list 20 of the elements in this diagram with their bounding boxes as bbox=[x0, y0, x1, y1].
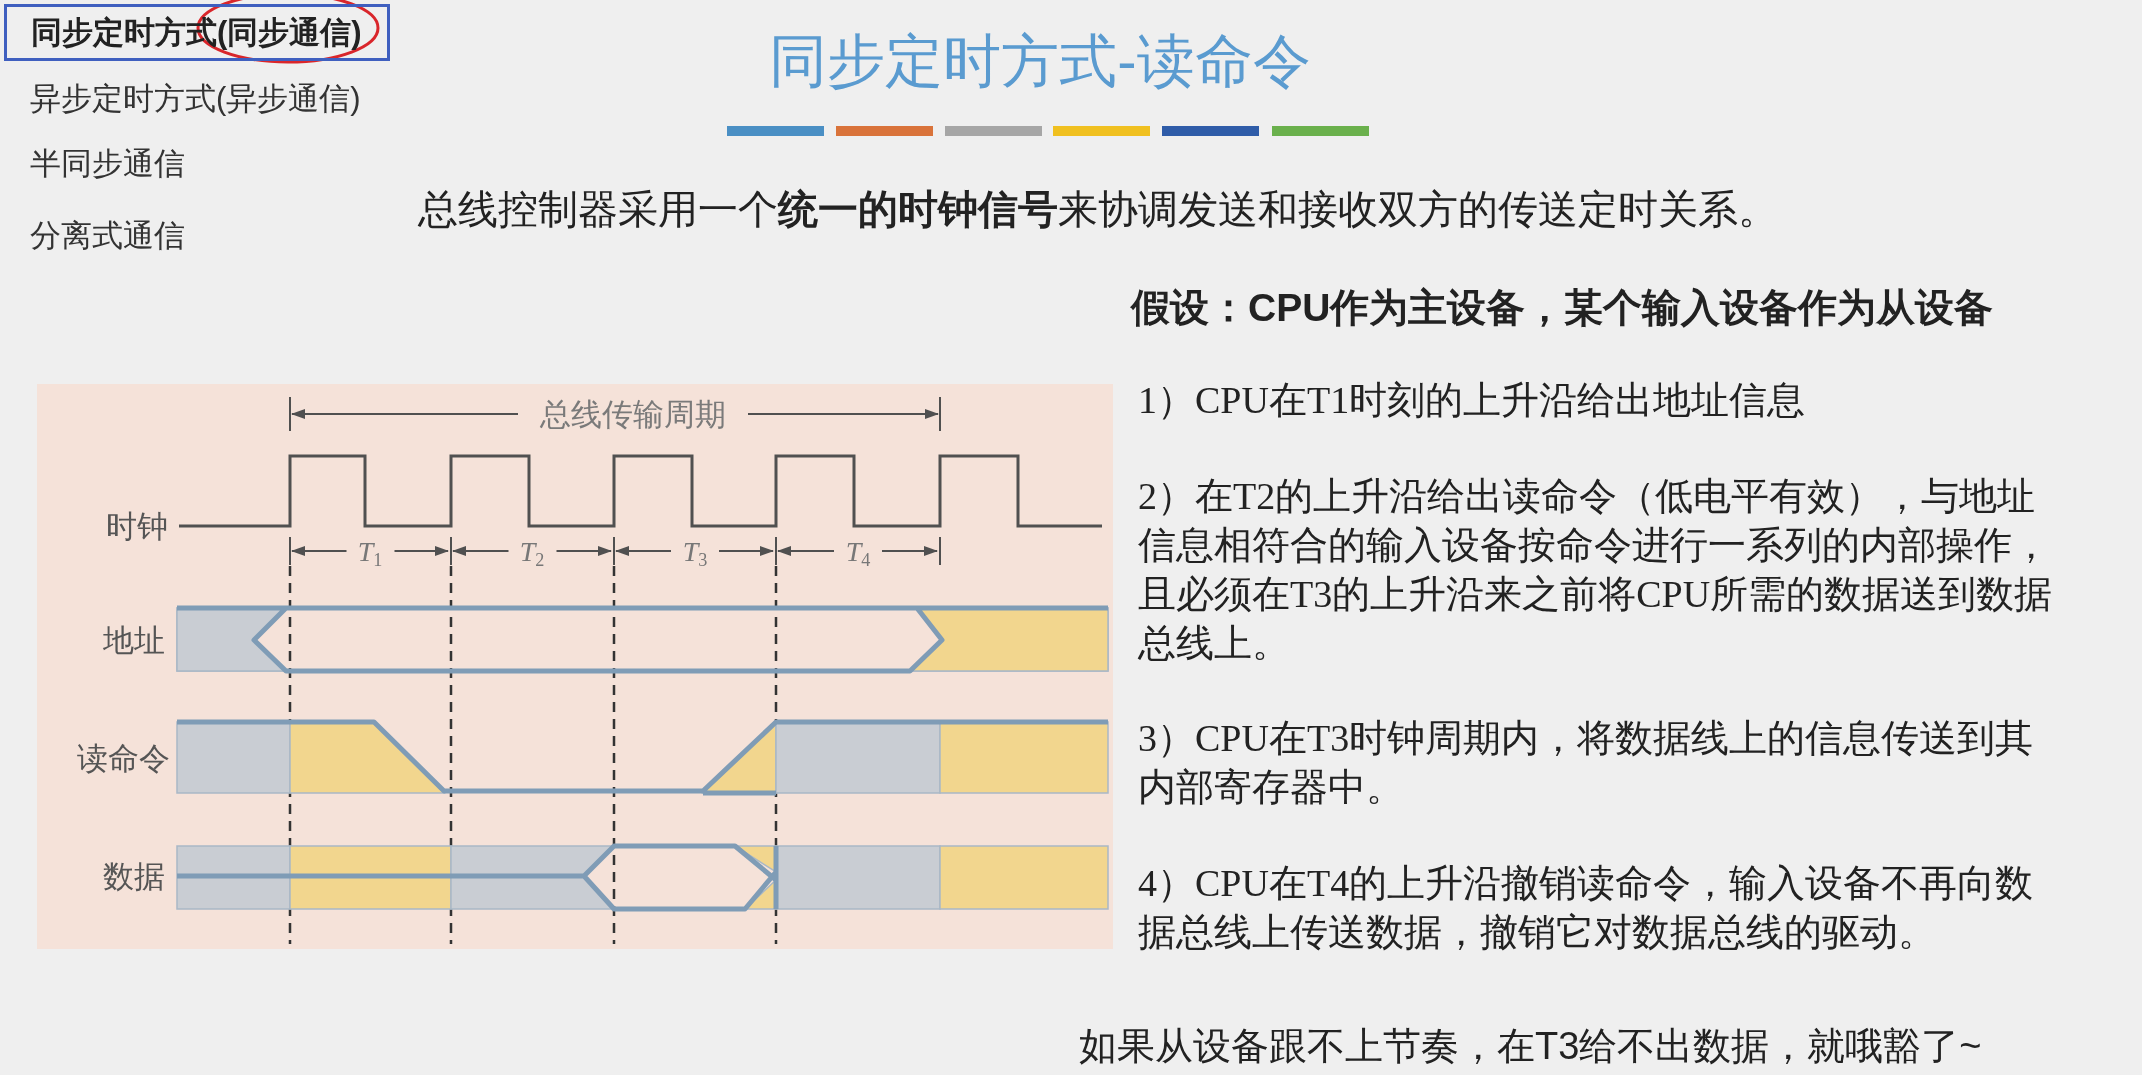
step-text: 2）在T2的上升沿给出读命令（低电平有效），与地址信息相符合的输入设备按命令进行一系列的内部操作，且必须在T3的上升沿来之前将CPU所需的数据送到数据总线上。 bbox=[1138, 474, 2054, 666]
menu-item: 异步定时方式(异步通信) bbox=[30, 79, 361, 118]
menu-item: 分离式通信 bbox=[30, 216, 185, 255]
menu-item: 半同步通信 bbox=[30, 144, 185, 183]
slide-title: 同步定时方式-读命令 bbox=[769, 27, 1311, 95]
step-text: 3）CPU在T3时钟周期内，将数据线上的信息传送到其内部寄存器中。 bbox=[1138, 716, 2035, 810]
interval-label: T$_{2}$ bbox=[519, 534, 545, 572]
step-text: 1）CPU在T1时刻的上升沿给出地址信息 bbox=[1138, 378, 1806, 423]
signal-label: 时钟 bbox=[106, 507, 168, 546]
period-label: 总线传输周期 bbox=[540, 395, 726, 434]
note-text: 如果从设备跟不上节奏，在T3给不出数据，就哦豁了~ bbox=[1079, 1024, 1982, 1069]
signal-label: 读命令 bbox=[77, 739, 170, 778]
interval-label: T$_{1}$ bbox=[357, 534, 383, 572]
interval-label: T$_{4}$ bbox=[845, 534, 871, 572]
signal-label: 地址 bbox=[103, 621, 165, 660]
signal-label: 数据 bbox=[103, 857, 165, 896]
intro-sentence: 总线控制器采用一个统一的时钟信号来协调发送和接收双方的传送定时关系。 bbox=[418, 185, 1778, 233]
assumption-text: 假设：CPU作为主设备，某个输入设备作为从设备 bbox=[1131, 284, 1994, 331]
step-text: 4）CPU在T4的上升沿撤销读命令，输入设备不再向数据总线上传送数据，撤销它对数据总线的驱动。 bbox=[1138, 861, 2035, 955]
interval-label: T$_{3}$ bbox=[682, 534, 708, 572]
